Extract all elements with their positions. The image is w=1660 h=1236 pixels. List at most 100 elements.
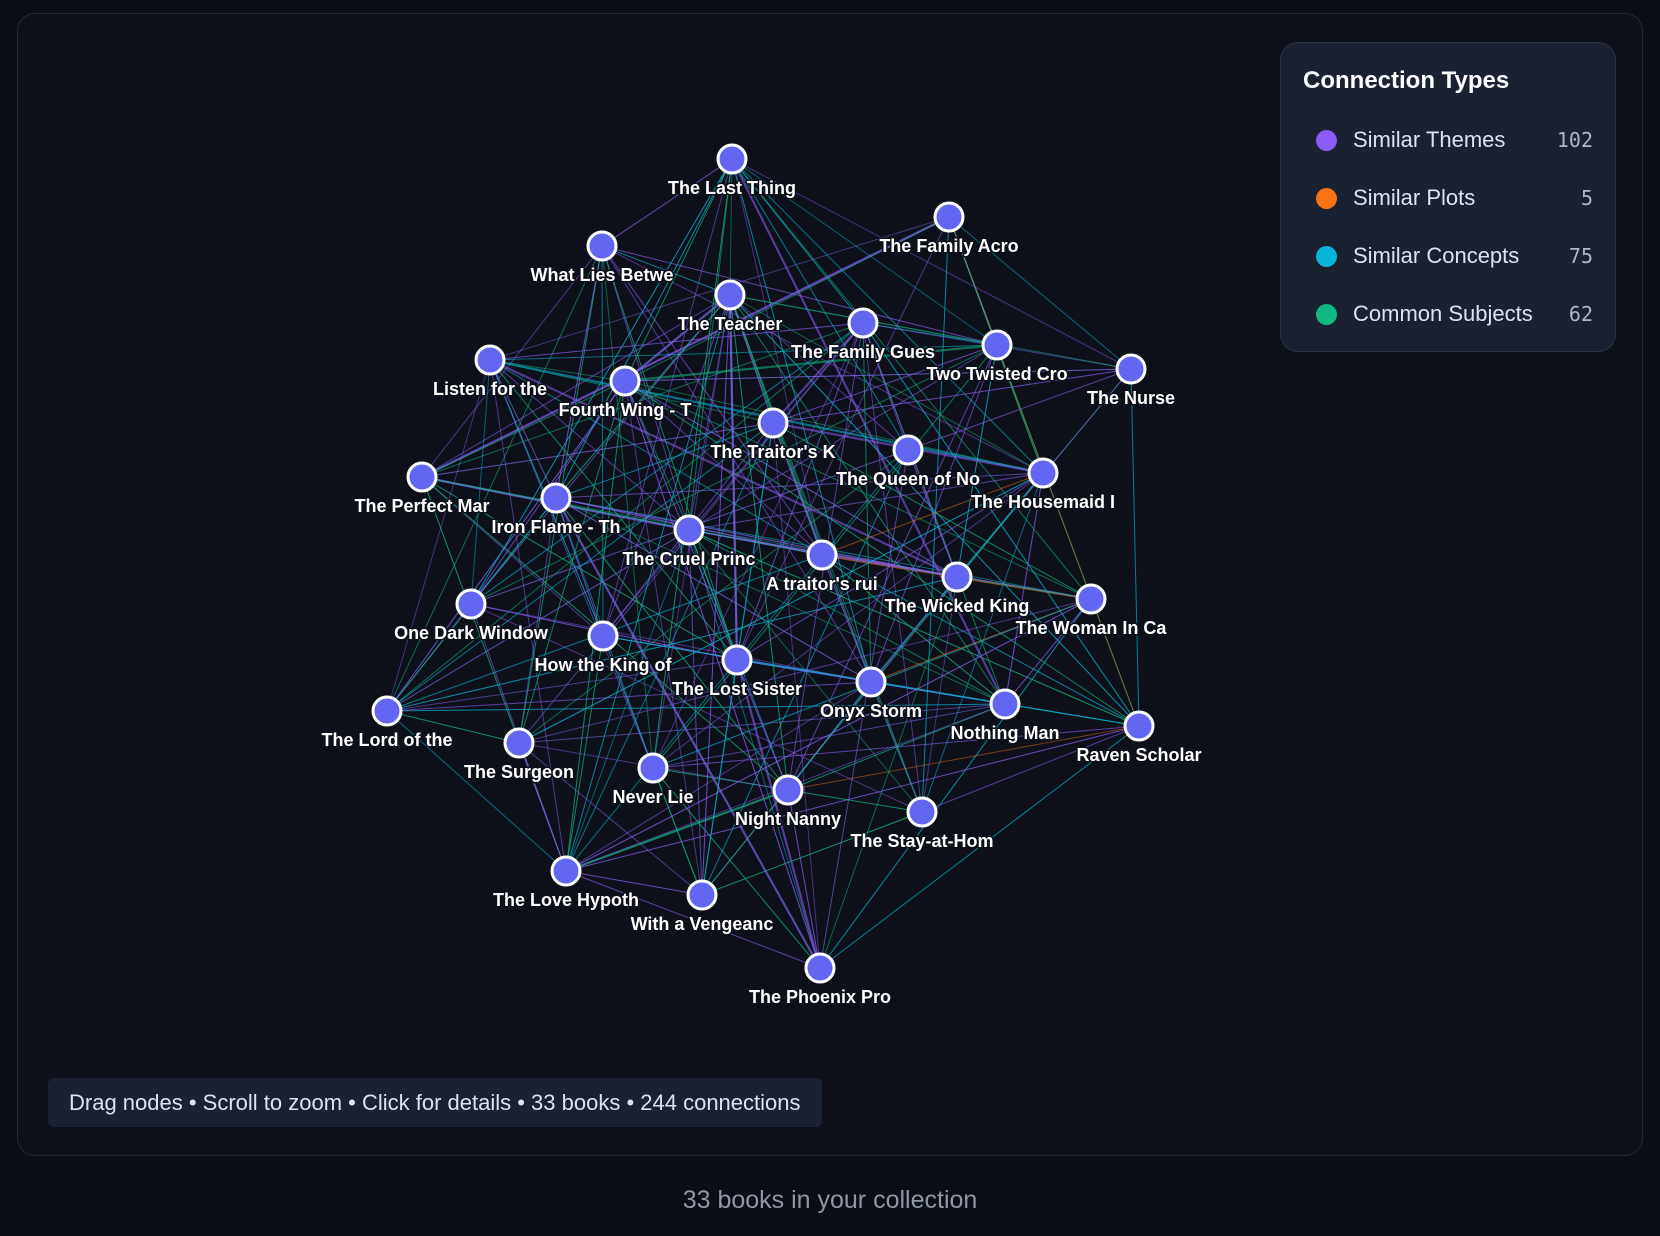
book-node-night-nanny[interactable]: Night Nanny [734,774,843,831]
connection-edge [956,472,1044,578]
book-node-traitors-k[interactable]: The Traitor's K [709,407,837,464]
book-node-circle[interactable] [540,482,572,514]
connection-edge [652,767,789,791]
book-node-circle[interactable] [637,752,669,784]
book-node-perfect-mar[interactable]: The Perfect Mar [353,461,491,518]
book-node-housemaid[interactable]: The Housemaid I [969,457,1117,514]
book-node-circle[interactable] [941,561,973,593]
book-node-phoenix-pro[interactable]: The Phoenix Pro [747,952,893,1009]
book-node-raven-scholar[interactable]: Raven Scholar [1075,710,1203,767]
book-node-label: The Family Acro [879,236,1018,256]
connection-edge [565,635,604,872]
book-node-last-thing[interactable]: The Last Thing [667,143,798,200]
book-node-circle[interactable] [455,588,487,620]
connection-edge [701,294,731,896]
book-node-circle[interactable] [721,644,753,676]
connection-edge [518,598,1092,744]
book-node-circle[interactable] [714,279,746,311]
book-node-circle[interactable] [847,307,879,339]
book-node-circle[interactable] [673,514,705,546]
connection-edge [386,422,774,712]
book-node-lord-of-the[interactable]: The Lord of the [320,695,454,752]
connection-edge [565,598,1092,872]
connection-edge [624,380,789,791]
book-node-circle[interactable] [406,461,438,493]
book-node-vengeanc[interactable]: With a Vengeanc [629,879,775,936]
connection-edge [624,158,733,382]
book-node-circle[interactable] [772,774,804,806]
connection-edge [870,576,958,683]
connection-edge [731,158,909,451]
book-node-woman-in-ca[interactable]: The Woman In Ca [1014,583,1169,640]
book-node-circle[interactable] [906,796,938,828]
book-node-label: Onyx Storm [820,701,922,721]
book-node-circle[interactable] [1115,353,1147,385]
book-node-queen-of-no[interactable]: The Queen of No [835,434,982,491]
connection-edge [555,497,958,578]
book-node-label: The Nurse [1087,388,1175,408]
book-node-iron-flame[interactable]: Iron Flame - Th [490,482,622,539]
book-node-circle[interactable] [609,365,641,397]
connection-edge [921,216,950,813]
book-node-one-dark[interactable]: One Dark Window [393,588,550,645]
book-node-surgeon[interactable]: The Surgeon [462,727,576,784]
connection-edge [688,529,1140,727]
book-node-label: A traitor's rui [766,574,878,594]
connection-edge [386,659,738,712]
book-node-circle[interactable] [981,329,1013,361]
book-node-circle[interactable] [474,344,506,376]
book-node-nurse[interactable]: The Nurse [1085,353,1177,410]
book-node-circle[interactable] [686,879,718,911]
book-node-stay-at-hom[interactable]: The Stay-at-Hom [849,796,995,853]
book-node-traitors-rui[interactable]: A traitor's rui [765,539,879,596]
book-node-circle[interactable] [1075,583,1107,615]
legend-dot-similar-plots [1316,187,1337,209]
book-node-never-lie[interactable]: Never Lie [611,752,695,809]
book-node-circle[interactable] [586,230,618,262]
book-node-circle[interactable] [892,434,924,466]
connection-edge [601,158,733,247]
book-node-wicked-king[interactable]: The Wicked King [883,561,1031,618]
book-node-circle[interactable] [587,620,619,652]
book-node-circle[interactable] [757,407,789,439]
book-node-what-lies[interactable]: What Lies Betwe [529,230,675,287]
book-node-lost-sister[interactable]: The Lost Sister [670,644,804,701]
connection-edge [772,422,823,556]
book-node-circle[interactable] [1123,710,1155,742]
connection-edge [386,529,690,712]
book-node-listen-for[interactable]: Listen for the [431,344,549,401]
book-node-circle[interactable] [989,688,1021,720]
book-node-cruel-princ[interactable]: The Cruel Princ [621,514,757,571]
book-node-family-acro[interactable]: The Family Acro [878,201,1020,258]
book-node-how-the-king[interactable]: How the King of [533,620,674,677]
book-node-circle[interactable] [855,666,887,698]
connection-edge [489,359,738,661]
connection-edge [688,529,738,661]
connection-edge [624,380,821,969]
book-node-onyx-storm[interactable]: Onyx Storm [818,666,924,723]
connection-edge [421,380,626,478]
connection-edge [470,294,731,605]
legend-dot-common-subjects [1316,303,1337,325]
book-node-family-gues[interactable]: The Family Gues [789,307,937,364]
book-node-fourth-wing[interactable]: Fourth Wing - T [557,365,693,422]
connection-edge [688,529,821,969]
connection-edge [787,725,1140,791]
connection-edge [731,158,1092,600]
book-node-love-hypoth[interactable]: The Love Hypoth [491,855,641,912]
book-node-circle[interactable] [804,952,836,984]
book-node-two-twisted[interactable]: Two Twisted Cro [925,329,1069,386]
book-node-circle[interactable] [716,143,748,175]
book-node-circle[interactable] [933,201,965,233]
book-node-circle[interactable] [1027,457,1059,489]
book-node-teacher[interactable]: The Teacher [676,279,784,336]
book-node-circle[interactable] [503,727,535,759]
book-node-circle[interactable] [371,695,403,727]
connection-edge [624,380,703,896]
connection-edge [565,725,1140,872]
book-node-circle[interactable] [806,539,838,571]
book-node-circle[interactable] [550,855,582,887]
connection-edge [819,449,909,969]
book-node-nothing-man[interactable]: Nothing Man [949,688,1061,745]
